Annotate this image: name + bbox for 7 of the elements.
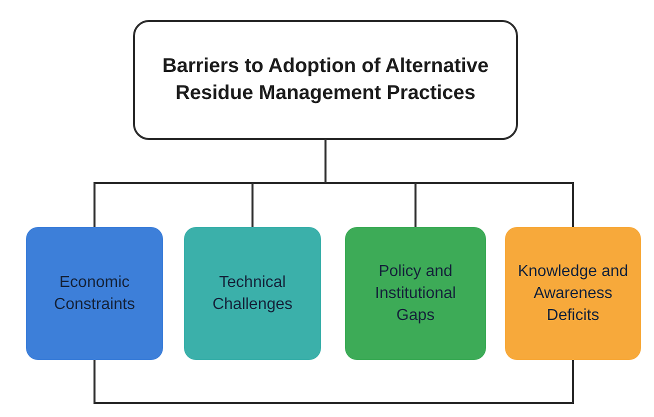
category-box: Knowledge and Awareness Deficits [505,227,641,360]
category-box: Economic Constraints [26,227,163,360]
connector-line [94,360,574,404]
category-box: Policy and Institutional Gaps [345,227,486,360]
connector-line [324,140,574,227]
category-box: Technical Challenges [184,227,321,360]
title-box: Barriers to Adoption of Alternative Residue Management Practices [133,20,518,140]
